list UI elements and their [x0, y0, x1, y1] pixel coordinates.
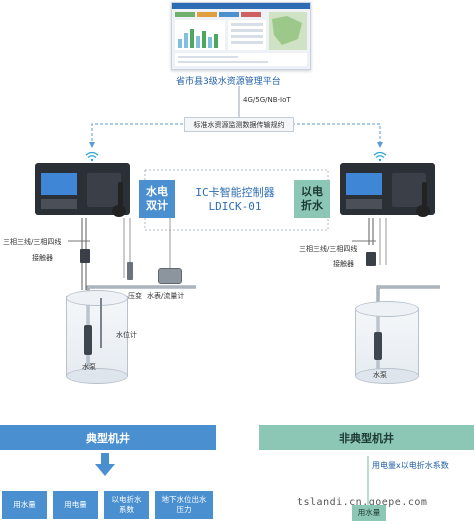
- device-keypad: [41, 199, 77, 209]
- nontypical-well-title: 非典型机井: [339, 431, 394, 445]
- mode-left-line2: 双计: [146, 199, 168, 212]
- platform-title: 省市县3级水资源管理平台: [176, 77, 281, 87]
- left-power-label: 三相三线/三相四线: [3, 238, 62, 246]
- left-pump: [84, 325, 92, 355]
- left-contactor-label: 接触器: [32, 254, 53, 262]
- flow-meter-label: 水表/流量计: [147, 292, 185, 300]
- right-pump: [374, 332, 382, 360]
- right-well-bottom: [355, 368, 419, 384]
- device-screen: [346, 173, 382, 195]
- controller-name: IC卡智能控制器: [195, 186, 275, 199]
- left-pump-label: 水泵: [82, 363, 96, 371]
- left-well-bottom: [66, 368, 128, 384]
- pressure-label: 压变: [128, 292, 142, 300]
- left-well: [66, 296, 128, 376]
- nontypical-connector: [367, 456, 369, 506]
- platform-screenshot: [171, 2, 311, 70]
- typical-item-coefficient: 以电折水系数: [104, 491, 149, 519]
- typical-item-label: 以电折水系数: [111, 495, 142, 514]
- typical-item-groundwater: 地下水位出水压力: [155, 491, 213, 519]
- left-contactor: [80, 249, 90, 263]
- typical-item-power: 用电量: [53, 491, 98, 519]
- controller-model: LDICK-01: [208, 200, 262, 213]
- mode-label-right: 以电 折水: [294, 180, 330, 218]
- mode-right-line2: 折水: [301, 199, 323, 212]
- nontypical-result-label: 用水量: [357, 508, 381, 517]
- nontypical-well-banner: 非典型机井: [259, 425, 474, 450]
- protocol-box: 标准水资源监测数据传输规约: [184, 117, 294, 132]
- nontypical-result: 用水量: [352, 505, 386, 521]
- wifi-icon-left: [85, 151, 99, 162]
- device-keypad: [346, 199, 382, 209]
- antenna-right: [422, 182, 427, 208]
- level-gauge-label: 水位计: [116, 331, 137, 339]
- antenna-base-left: [112, 205, 126, 217]
- wifi-icon-right: [373, 151, 387, 162]
- mode-left-line1: 水电: [146, 185, 168, 198]
- network-label: 4G/5G/NB-IoT: [243, 96, 291, 104]
- typical-item-label: 用水量: [13, 500, 36, 509]
- protocol-label: 标准水资源监测数据传输规约: [193, 120, 285, 129]
- typical-item-label: 地下水位出水压力: [161, 495, 207, 514]
- typical-arrow-icon: [95, 453, 115, 476]
- typical-item-label: 用电量: [64, 500, 87, 509]
- right-pump-label: 水泵: [373, 371, 387, 379]
- screenshot-header: [172, 3, 310, 9]
- flow-meter: [158, 268, 182, 284]
- pressure-sensor: [127, 262, 133, 280]
- screenshot-content: [175, 12, 307, 66]
- antenna-left: [118, 182, 123, 208]
- level-gauge: [100, 298, 102, 348]
- right-contactor-label: 接触器: [333, 260, 354, 268]
- mode-label-left: 水电 双计: [139, 180, 175, 218]
- right-power-label: 三相三线/三相四线: [299, 245, 358, 253]
- nontypical-formula-text: 用电量x以电折水系数: [372, 461, 449, 470]
- typical-item-water: 用水量: [2, 491, 47, 519]
- left-well-top: [66, 290, 128, 306]
- right-well-top: [355, 301, 419, 317]
- nontypical-formula: 用电量x以电折水系数: [372, 460, 449, 471]
- mode-right-line1: 以电: [301, 185, 323, 198]
- watermark: tslandi.cn.goepe.com: [297, 497, 428, 508]
- device-screen: [41, 173, 77, 195]
- device-card-reader: [392, 173, 426, 207]
- right-well: [355, 308, 419, 376]
- controller-name-block: IC卡智能控制器 LDICK-01: [180, 186, 290, 214]
- device-card-reader: [87, 173, 121, 207]
- typical-well-title: 典型机井: [86, 431, 130, 445]
- antenna-base-right: [416, 205, 430, 217]
- right-contactor: [366, 252, 376, 266]
- typical-well-banner: 典型机井: [0, 425, 216, 450]
